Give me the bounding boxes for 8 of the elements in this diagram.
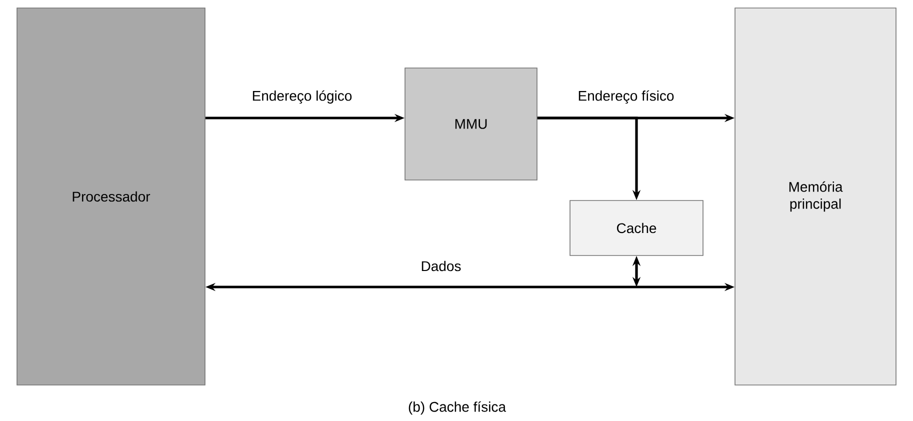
process-box: Cache	[570, 200, 704, 256]
process-box: MMU	[404, 68, 538, 180]
process-box: Processador	[16, 8, 206, 386]
caption: (b) Cache física	[408, 401, 506, 415]
edge-label: Endereço físico	[576, 89, 676, 105]
edge-label: Endereço lógico	[250, 89, 354, 105]
edge-label: Dados	[420, 260, 462, 272]
process-box: Memória principal	[734, 8, 896, 386]
